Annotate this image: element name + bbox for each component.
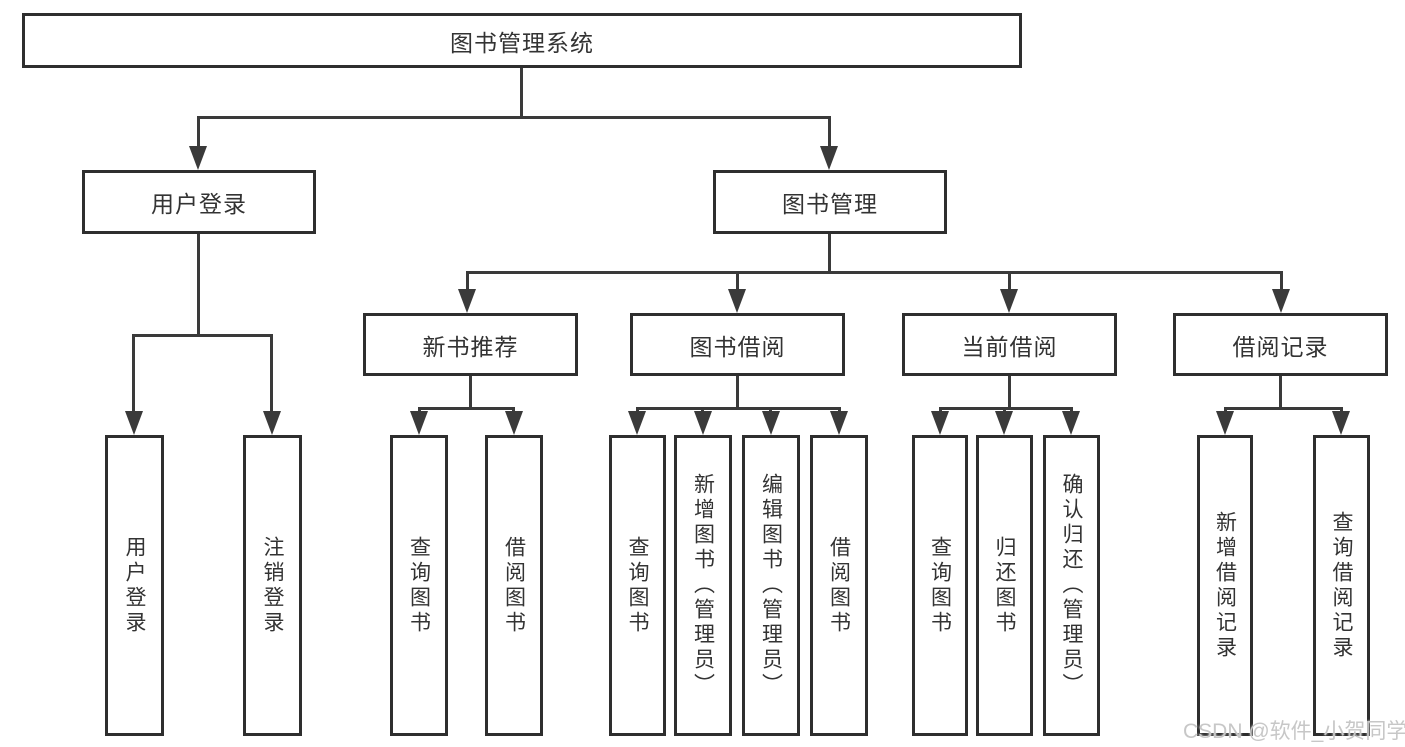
leaf-user-login: 用户登录 [105, 435, 164, 736]
arrow-down-icon [762, 411, 780, 435]
leaf-current-query-book: 查询图书 [912, 435, 968, 736]
node-root: 图书管理系统 [22, 13, 1022, 68]
connector-line [132, 334, 273, 337]
arrow-down-icon [728, 289, 746, 313]
connector-line [418, 407, 515, 410]
node-book-management: 图书管理 [713, 170, 947, 234]
node-user-login: 用户登录 [82, 170, 316, 234]
node-new-book-recommend: 新书推荐 [363, 313, 578, 376]
connector-line [1280, 271, 1283, 291]
leaf-current-return-book: 归还图书 [976, 435, 1033, 736]
connector-line [939, 407, 1073, 410]
arrow-down-icon [820, 146, 838, 170]
connector-line [466, 271, 1283, 274]
arrow-down-icon [1000, 289, 1018, 313]
connector-line [828, 116, 831, 148]
leaf-recommend-query-book: 查询图书 [390, 435, 448, 736]
arrow-down-icon [830, 411, 848, 435]
leaf-borrow-add-book-admin: 新增图书（管理员） [674, 435, 732, 736]
leaf-record-query: 查询借阅记录 [1313, 435, 1370, 736]
node-book-borrow: 图书借阅 [630, 313, 845, 376]
node-borrow-record: 借阅记录 [1173, 313, 1388, 376]
connector-line [636, 407, 841, 410]
connector-line [1008, 376, 1011, 410]
arrow-down-icon [1272, 289, 1290, 313]
connector-line [469, 376, 472, 410]
arrow-down-icon [1062, 411, 1080, 435]
leaf-logout: 注销登录 [243, 435, 302, 736]
arrow-down-icon [410, 411, 428, 435]
connector-line [1224, 407, 1343, 410]
arrow-down-icon [931, 411, 949, 435]
leaf-borrow-edit-book-admin: 编辑图书（管理员） [742, 435, 800, 736]
arrow-down-icon [628, 411, 646, 435]
connector-line [270, 334, 273, 412]
connector-line [1008, 271, 1011, 291]
connector-line [828, 234, 831, 274]
leaf-current-confirm-return-admin: 确认归还（管理员） [1043, 435, 1100, 736]
connector-line [197, 234, 200, 336]
arrow-down-icon [263, 411, 281, 435]
leaf-record-add: 新增借阅记录 [1197, 435, 1253, 736]
arrow-down-icon [458, 289, 476, 313]
connector-line [1279, 376, 1282, 410]
arrow-down-icon [189, 146, 207, 170]
arrow-down-icon [1332, 411, 1350, 435]
connector-line [132, 334, 135, 412]
arrow-down-icon [125, 411, 143, 435]
arrow-down-icon [505, 411, 523, 435]
connector-line [736, 271, 739, 291]
arrow-down-icon [694, 411, 712, 435]
leaf-borrow-query-book: 查询图书 [609, 435, 666, 736]
csdn-watermark: CSDN @软件_小贺同学 [1183, 720, 1405, 743]
connector-line [197, 116, 831, 119]
arrow-down-icon [995, 411, 1013, 435]
connector-line [466, 271, 469, 291]
connector-line [520, 68, 523, 117]
connector-line [736, 376, 739, 410]
connector-line [197, 116, 200, 148]
leaf-borrow-borrow-book: 借阅图书 [810, 435, 868, 736]
node-current-borrow: 当前借阅 [902, 313, 1117, 376]
arrow-down-icon [1216, 411, 1234, 435]
leaf-recommend-borrow-book: 借阅图书 [485, 435, 543, 736]
